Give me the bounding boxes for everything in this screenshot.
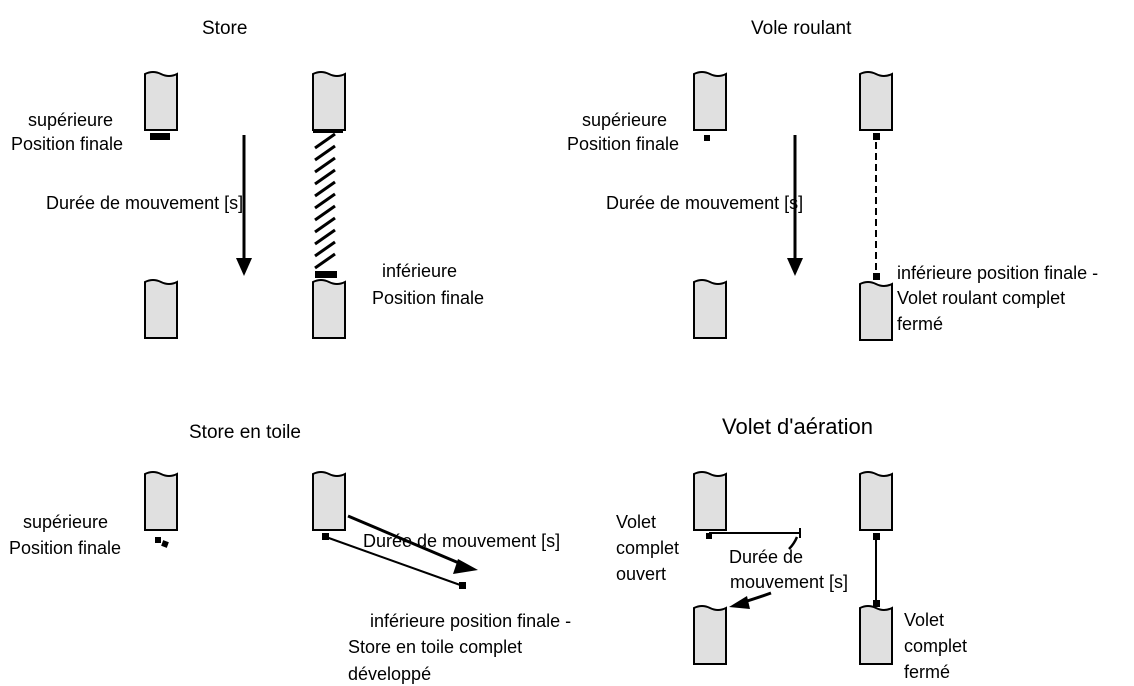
awning-bottom-label-2: Store en toile complet: [348, 637, 523, 657]
store-top-end-bar: [150, 133, 170, 140]
roller-title: Vole roulant: [751, 18, 852, 39]
store-window-bottom-left: [144, 279, 178, 339]
vent-open-label-3: ouvert: [616, 564, 667, 584]
awning-top-label-2: Position finale: [9, 538, 122, 558]
vent-window-top-right: [859, 471, 893, 531]
roller-bottom-label-3: fermé: [897, 314, 944, 334]
store-title: Store: [202, 18, 248, 39]
awning-left-marker-1: [155, 537, 161, 543]
vent-closed-label-2: complet: [904, 636, 968, 656]
awning-top-marker: [322, 533, 329, 540]
roller-window-top-right: [859, 71, 893, 131]
vent-window-top-left: [693, 471, 727, 531]
store-top-label-1: supérieure: [28, 110, 114, 130]
vent-duration-label-1: Durée de: [729, 547, 804, 567]
store-down-arrow-head: [236, 258, 252, 276]
roller-top-label-1: supérieure: [582, 110, 668, 130]
roller-down-arrow-head: [787, 258, 803, 276]
awning-bottom-label-1: inférieure position finale -: [370, 611, 572, 631]
roller-top-marker: [873, 133, 880, 140]
store-window-bottom-right: [312, 279, 346, 339]
roller-top-label-2: Position finale: [567, 134, 680, 154]
vent-curved-arrow-top: [788, 536, 799, 550]
vent-open-label-2: complet: [616, 538, 680, 558]
awning-diag-arrow-shaft: [347, 514, 467, 568]
vent-closed-top-marker: [873, 533, 880, 540]
awning-duration-label: Durée de mouvement [s]: [363, 531, 561, 551]
store-bottom-label-2: Position finale: [372, 288, 485, 308]
vent-closed-bottom-marker: [873, 600, 880, 607]
vent-open-label-1: Volet: [616, 512, 657, 532]
awning-window-right: [312, 471, 346, 531]
awning-end-marker: [459, 582, 466, 589]
awning-bottom-label-3: développé: [348, 664, 432, 684]
vent-closed-label-3: fermé: [904, 662, 951, 682]
vent-duration-label-2: mouvement [s]: [730, 572, 849, 592]
store-bottom-label-1: inférieure: [382, 261, 458, 281]
roller-duration-label: Durée de mouvement [s]: [606, 193, 804, 213]
store-top-label-2: Position finale: [11, 134, 124, 154]
awning-left-marker-2: [161, 540, 169, 548]
store-duration-label: Durée de mouvement [s]: [46, 193, 244, 213]
roller-window-top-left: [693, 71, 727, 131]
store-window-top-left: [144, 71, 178, 131]
awning-extension-line: [325, 536, 464, 587]
vent-window-bottom-right: [859, 605, 893, 665]
vent-title: Volet d'aération: [722, 414, 873, 439]
store-slats: [314, 132, 336, 270]
awning-title: Store en toile: [189, 422, 301, 443]
store-window-top-right: [312, 71, 346, 131]
roller-window-bottom-left: [693, 279, 727, 339]
store-bottom-end-bar: [315, 271, 337, 278]
roller-top-end-marker: [704, 135, 710, 141]
awning-window-left: [144, 471, 178, 531]
vent-closed-label-1: Volet: [904, 610, 945, 630]
awning-diag-arrow-head: [453, 559, 478, 574]
vent-curved-arrow-head: [729, 596, 750, 609]
roller-bottom-marker: [873, 273, 880, 280]
roller-bottom-label-2: Volet roulant complet: [897, 288, 1066, 308]
vent-window-bottom-left: [693, 605, 727, 665]
roller-window-bottom-right: [859, 281, 893, 341]
roller-bottom-label-1: inférieure position finale -: [897, 263, 1099, 283]
awning-top-label-1: supérieure: [23, 512, 109, 532]
vent-open-marker: [706, 533, 712, 539]
